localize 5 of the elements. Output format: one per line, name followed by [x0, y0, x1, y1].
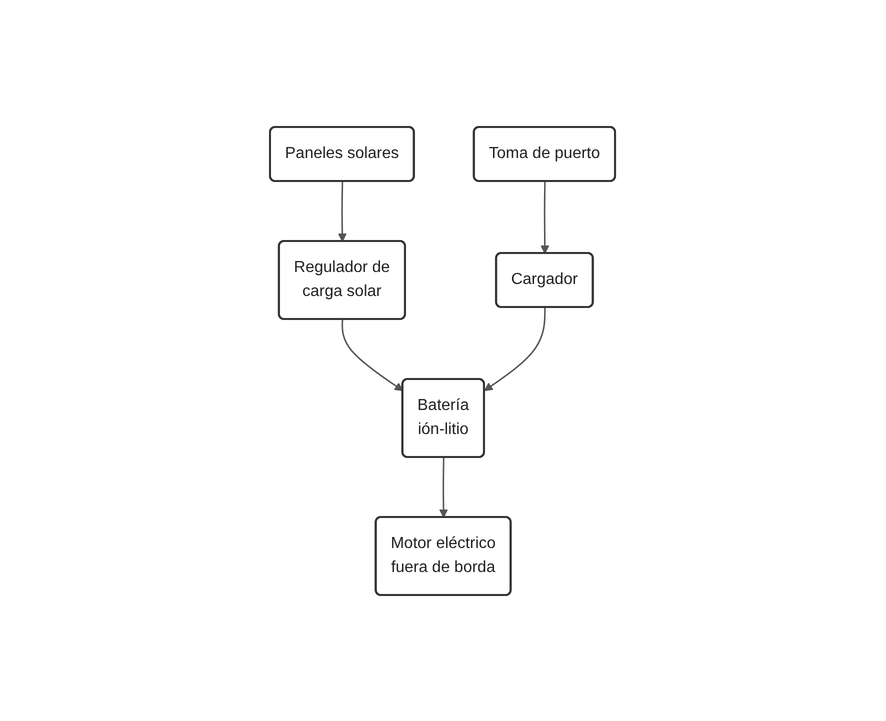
arrow	[342, 318, 404, 391]
arrow	[540, 180, 550, 254]
arrow	[440, 456, 448, 518]
arrow	[484, 307, 546, 391]
arrow	[338, 180, 348, 242]
